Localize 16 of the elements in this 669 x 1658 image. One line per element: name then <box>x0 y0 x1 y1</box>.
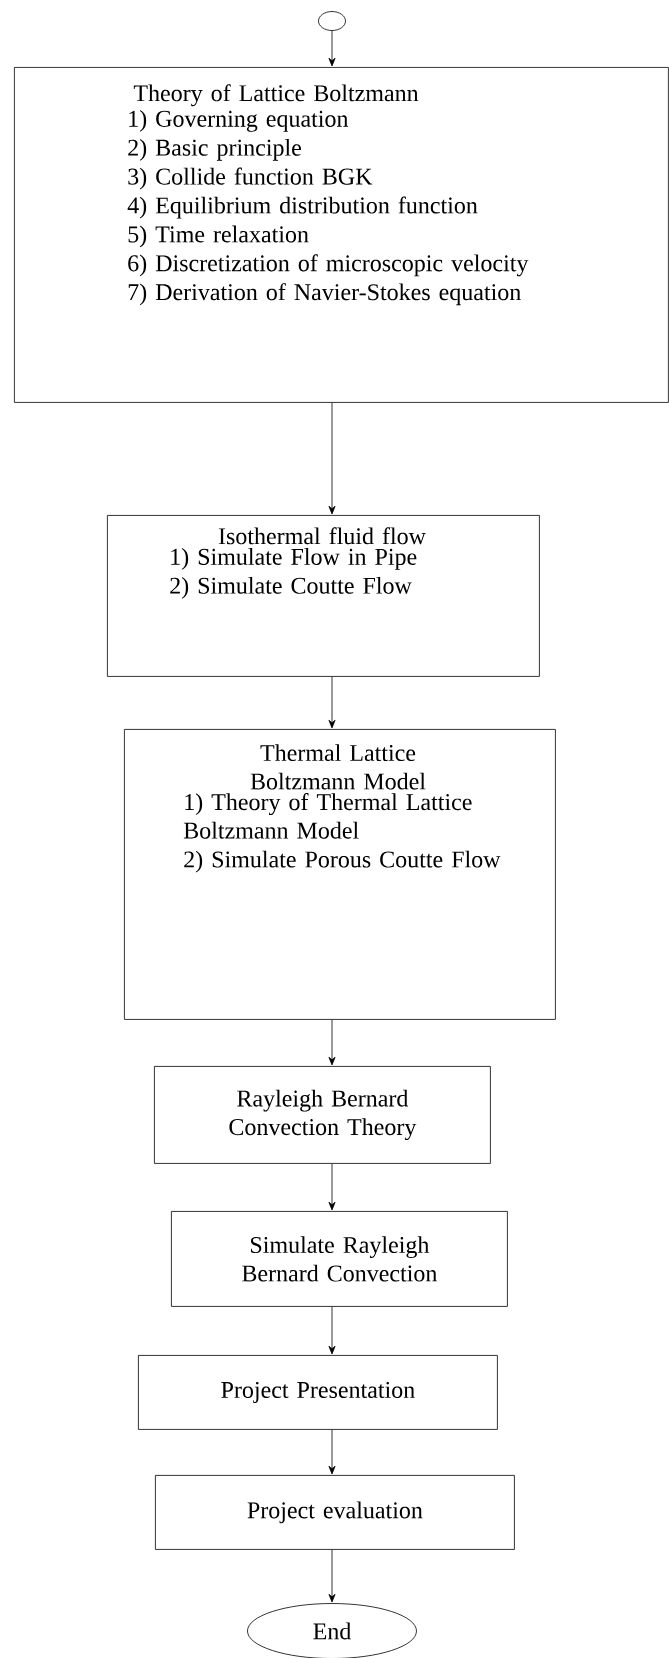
arrow <box>328 1306 336 1355</box>
arrow <box>328 1163 336 1211</box>
arrow <box>328 676 336 729</box>
process-box: Isothermal fluid flow 1) Simulate Flow in Pipe 2) Simulate Coutte Flow <box>107 515 540 677</box>
process-box: Theory of Lattice Boltzmann 1) Governing equation 2) Basic principle 3) Collide function BGK 4) Equilibrium distribution function 5) Time relaxation 6) Discretization of microscopic velocity 7) Derivation of Navier-Stokes equation <box>14 67 669 403</box>
arrow <box>328 1019 336 1066</box>
arrow <box>328 1549 336 1603</box>
process-box: Project Presentation <box>138 1355 498 1430</box>
process-box: Simulate Rayleigh Bernard Convection <box>171 1211 508 1307</box>
arrow <box>328 402 336 515</box>
process-box: Thermal Lattice Boltzmann Model 1) Theory of Thermal Lattice Boltzmann Model 2) Simulate Porous Coutte Flow <box>124 729 556 1020</box>
process-box: Rayleigh Bernard Convection Theory <box>154 1066 491 1164</box>
process-box: Project evaluation <box>155 1475 515 1550</box>
arrow <box>328 1429 336 1475</box>
start-circle <box>318 11 346 31</box>
arrow <box>328 30 336 67</box>
